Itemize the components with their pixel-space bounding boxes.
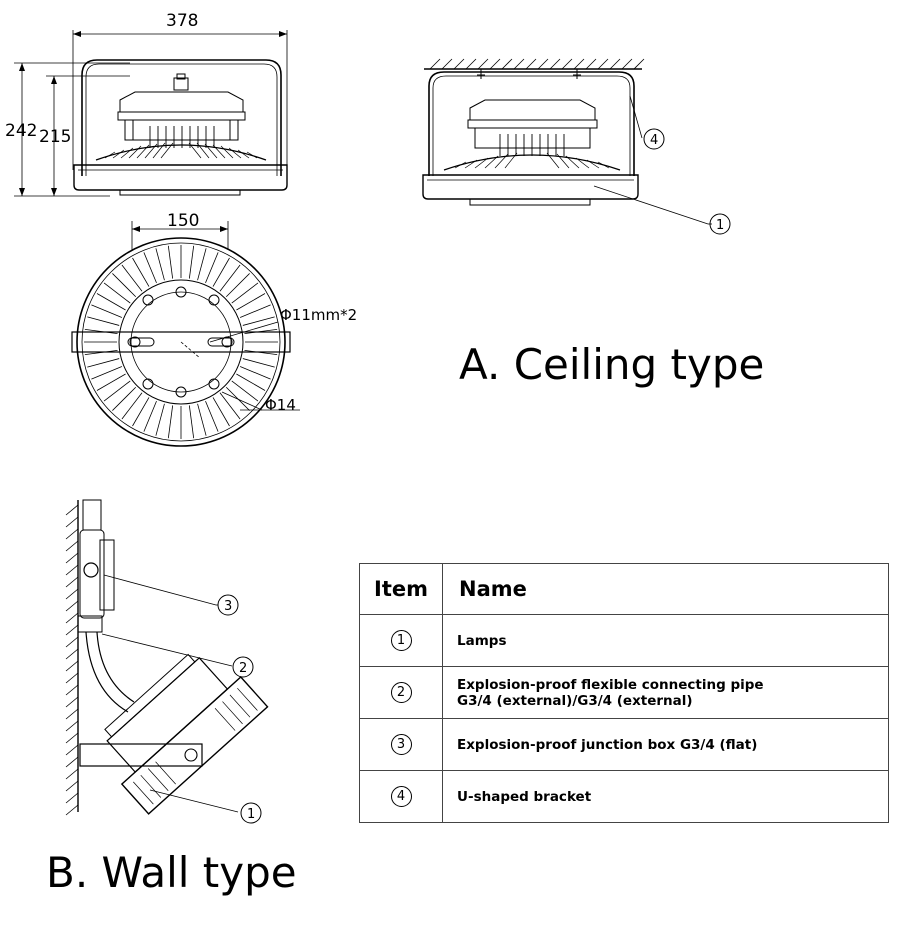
parts-table: Item Name 1 Lamps 2 Explosion-proof flex…: [359, 563, 889, 823]
dim-width-mount: 150: [167, 211, 199, 231]
wall-view: [65, 499, 269, 824]
row-name: Lamps: [457, 632, 507, 649]
row-number: 2: [390, 682, 412, 703]
side-view: [14, 30, 288, 197]
ceiling-view: [422, 58, 731, 235]
header-name: Name: [442, 563, 889, 615]
row-name-line2: G3/4 (external)/G3/4 (external): [457, 692, 693, 709]
wall-type-title: B. Wall type: [46, 848, 297, 897]
row-name: Explosion-proof junction box G3/4 (flat): [457, 736, 758, 753]
dim-hole-note: Φ11mm*2: [280, 306, 357, 324]
table-row: 2 Explosion-proof flexible connecting pi…: [359, 666, 889, 719]
wall-callout-3: 3: [224, 599, 232, 614]
table-header-row: Item Name: [359, 563, 889, 615]
table-row: 3 Explosion-proof junction box G3/4 (fla…: [359, 718, 889, 771]
dim-width-total: 378: [166, 11, 198, 31]
row-number: 4: [390, 786, 412, 807]
dim-height-total: 242: [5, 121, 37, 141]
row-name: Explosion-proof flexible connecting pipe: [457, 676, 764, 693]
ceiling-callout-4: 4: [650, 133, 658, 148]
table-row: 4 U-shaped bracket: [359, 770, 889, 823]
table-row: 1 Lamps: [359, 614, 889, 667]
plan-view: [71, 221, 300, 447]
dim-height-body: 215: [39, 127, 71, 147]
row-number: 1: [390, 630, 412, 651]
header-item: Item: [359, 563, 443, 615]
dim-pipe-dia: Φ14: [265, 396, 296, 414]
wall-callout-1: 1: [247, 807, 255, 822]
ceiling-type-title: A. Ceiling type: [459, 340, 765, 389]
ceiling-callout-1: 1: [716, 218, 724, 233]
row-name: U-shaped bracket: [457, 788, 592, 805]
row-number: 3: [390, 734, 412, 755]
wall-callout-2: 2: [239, 661, 247, 676]
